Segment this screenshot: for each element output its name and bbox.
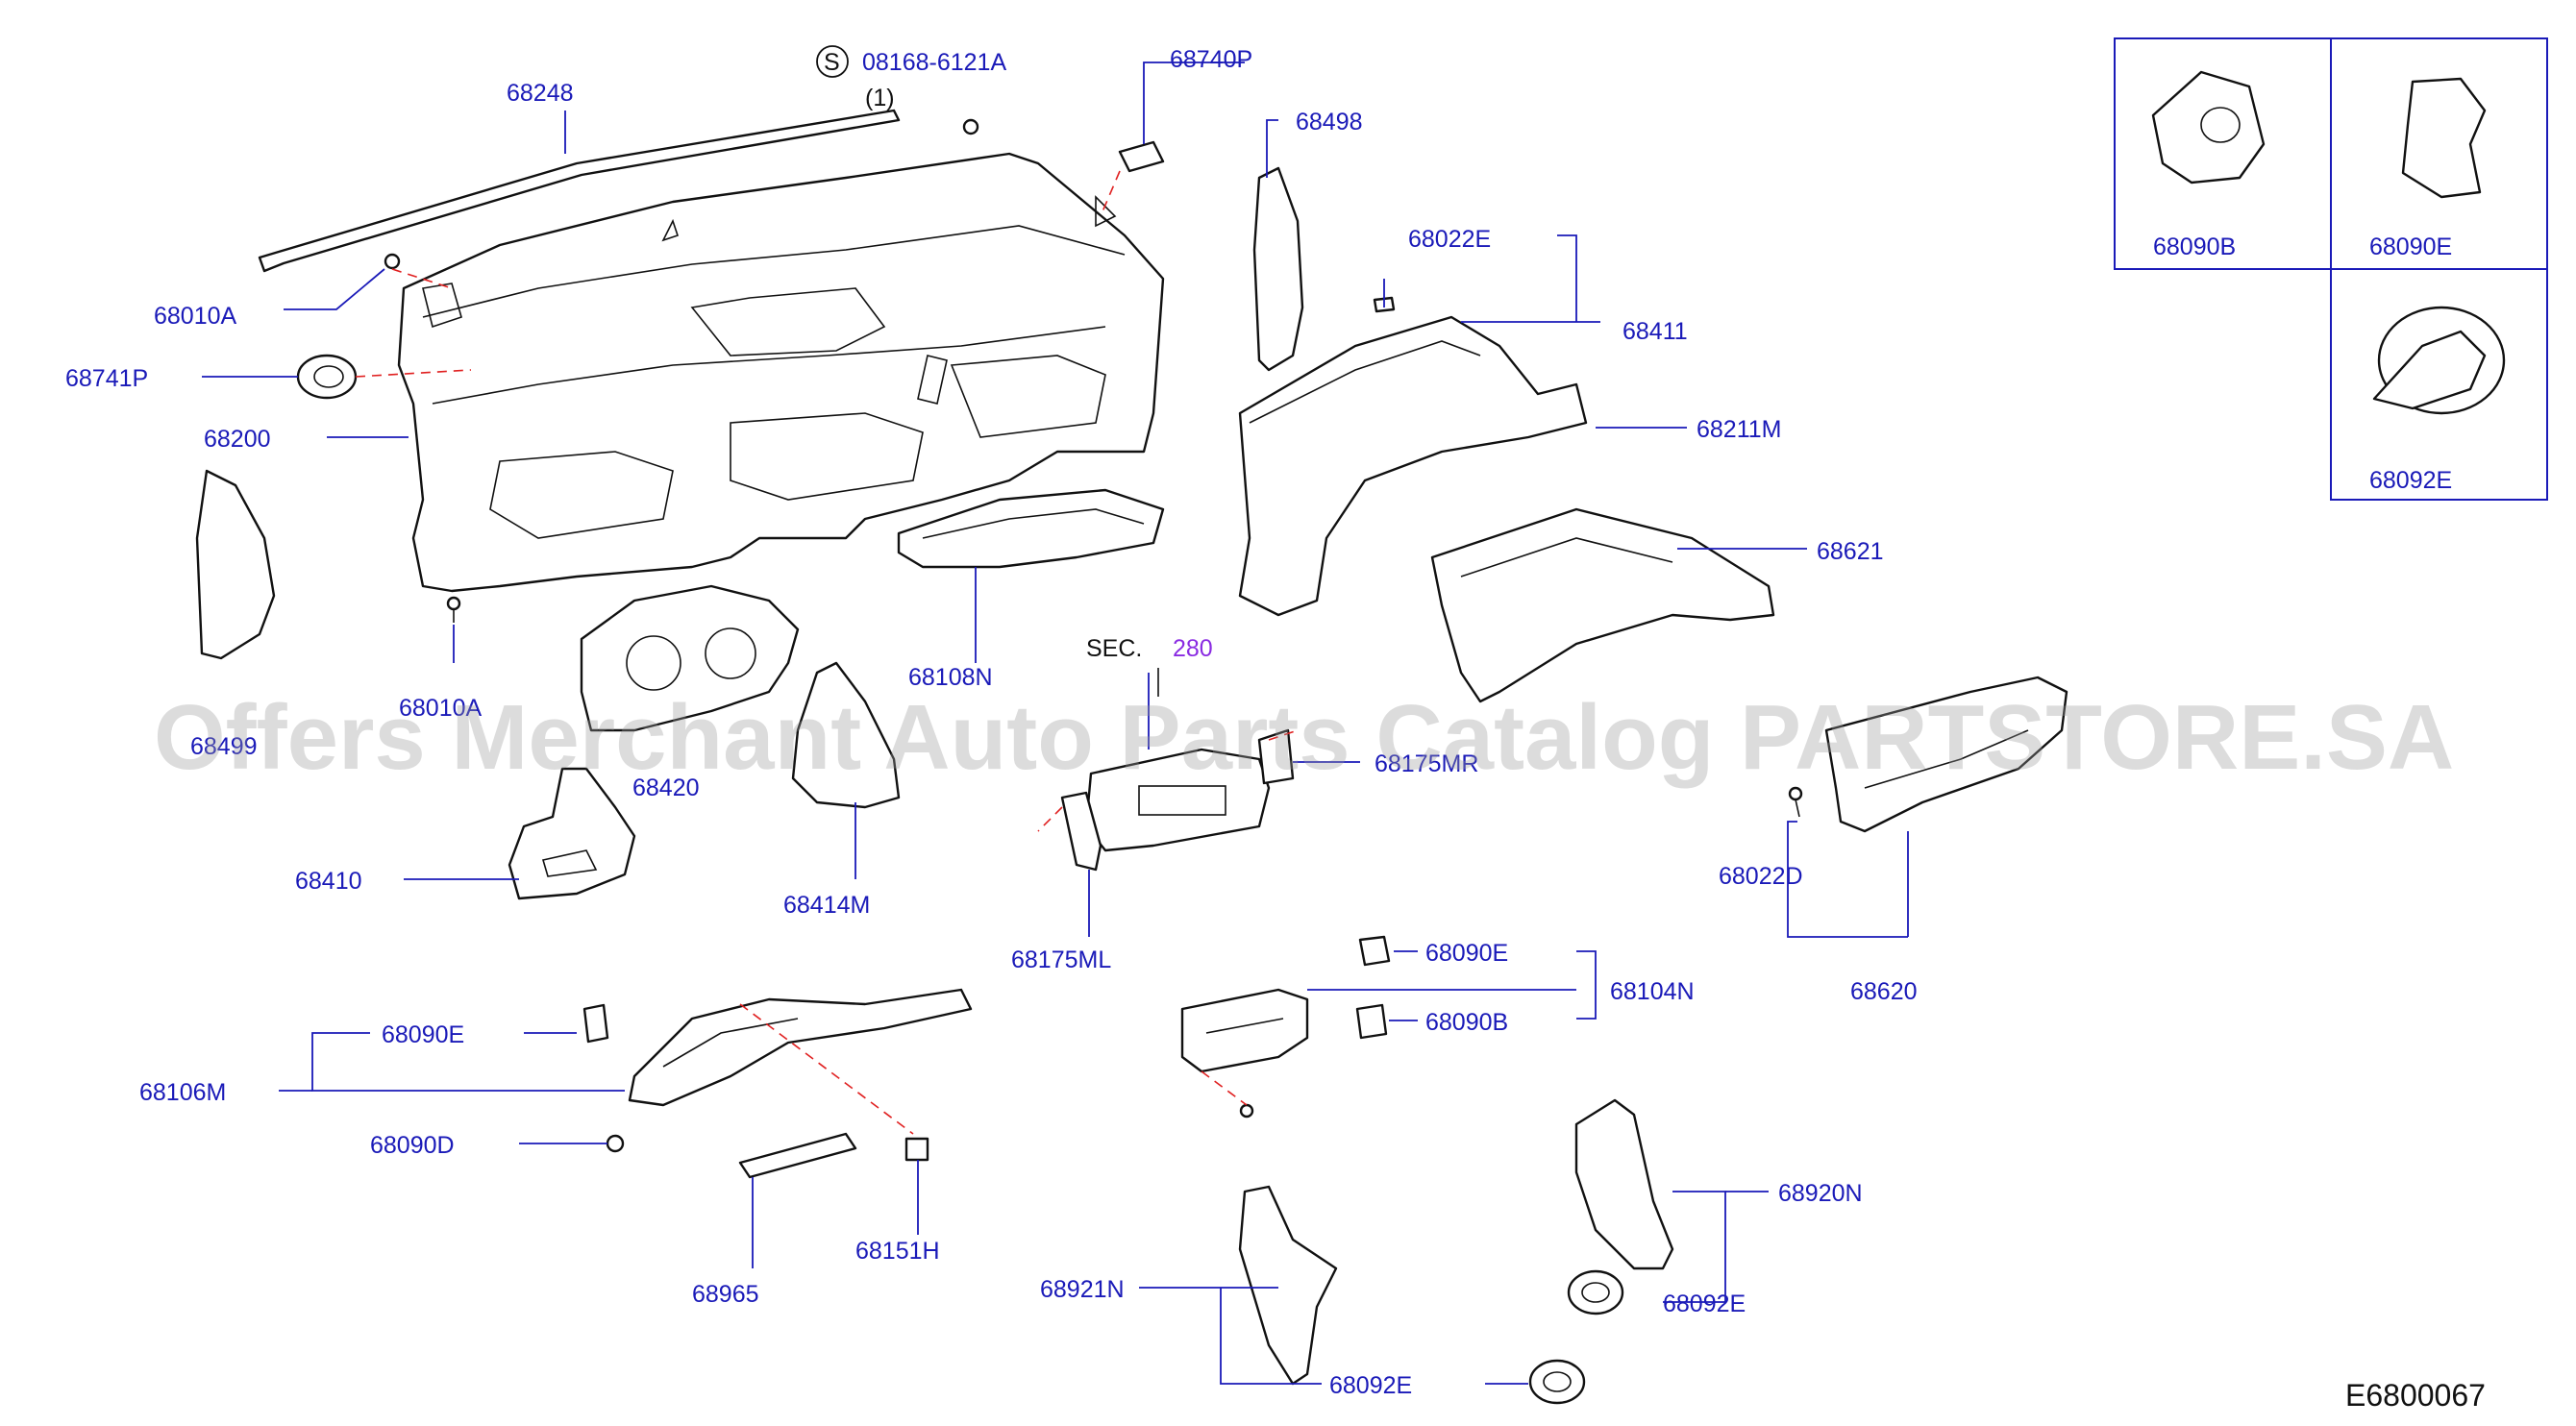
label-sec: SEC. <box>1086 635 1142 662</box>
part-68104N-bracket <box>1180 988 1309 1073</box>
part-68965-handle <box>738 1132 857 1179</box>
label-s-circle: S <box>824 49 840 76</box>
inset-label-68092E: 68092E <box>2369 467 2452 494</box>
label-68010A-bottom: 68010A <box>399 695 483 722</box>
diagram-code: E6800067 <box>2345 1378 2486 1413</box>
label-68499: 68499 <box>190 733 258 760</box>
part-68921N-side-cover <box>1238 1185 1338 1386</box>
label-68092E-bottom: 68092E <box>1329 1372 1412 1399</box>
label-68104N: 68104N <box>1610 978 1695 1005</box>
part-68090E-clip-left <box>582 1003 609 1044</box>
label-68211M: 68211M <box>1697 416 1782 443</box>
label-68175MR: 68175MR <box>1375 750 1478 777</box>
part-68498-side-panel <box>1252 166 1304 372</box>
part-68499-side-panel <box>195 469 276 660</box>
label-68411: 68411 <box>1622 318 1688 345</box>
label-68090E-left: 68090E <box>382 1021 464 1048</box>
inset-clip-68092E <box>2372 306 2506 415</box>
label-qty-1: (1) <box>865 85 895 111</box>
part-68090E-clip-mid <box>1358 935 1391 967</box>
label-68740P: 68740P <box>1170 46 1252 73</box>
label-68200: 68200 <box>204 426 271 453</box>
label-68920N: 68920N <box>1778 1180 1863 1207</box>
part-bracket-screw <box>1239 1103 1254 1119</box>
part-68414M-steering-cover <box>791 661 901 809</box>
part-68410-knee-panel <box>508 767 636 900</box>
part-68211M-glovebox-panel <box>1238 315 1588 617</box>
part-68022D-screw <box>1788 786 1803 818</box>
part-68010A-screw-bottom <box>446 596 461 623</box>
assembly-dashed-lines <box>355 170 1299 1135</box>
label-68090B-mid: 68090B <box>1425 1009 1508 1036</box>
part-08168-screw <box>962 118 979 135</box>
label-68921N: 68921N <box>1040 1276 1125 1303</box>
inset-label-68090B: 68090B <box>2153 234 2236 260</box>
part-68092E-clip-bottom <box>1528 1359 1586 1405</box>
inset-label-68090E: 68090E <box>2369 234 2452 260</box>
part-68420-cluster-bezel <box>580 584 800 732</box>
label-68965: 68965 <box>692 1281 759 1308</box>
part-68090D-screw <box>606 1134 625 1153</box>
part-68740P-clip <box>1118 140 1165 173</box>
part-68092E-clip-right <box>1567 1269 1624 1315</box>
inset-clip-68090E <box>2401 77 2487 199</box>
label-68092E-right: 68092E <box>1663 1291 1746 1317</box>
part-68620-glovebox-lid <box>1824 676 2068 833</box>
label-sec-280: 280 <box>1173 635 1213 662</box>
part-68106M-lower-panel <box>628 988 973 1107</box>
label-68010A-top: 68010A <box>154 303 237 330</box>
part-68621-glovebox <box>1430 507 1775 703</box>
inset-clip-68090B <box>2151 70 2266 184</box>
label-68108N: 68108N <box>908 664 993 691</box>
part-68010A-screw-top <box>384 253 401 270</box>
label-68498: 68498 <box>1296 109 1363 135</box>
label-68022D: 68022D <box>1719 863 1803 890</box>
part-68920N-side-cover <box>1574 1098 1674 1270</box>
watermark-text: Offers Merchant Auto Parts Catalog PARTS… <box>154 686 2454 789</box>
part-labels: 68248 S 08168-6121A (1) 68740P 68498 680… <box>65 45 1918 1399</box>
part-68151H-clip <box>904 1137 929 1162</box>
label-68022E: 68022E <box>1408 226 1491 253</box>
part-68108N-lower-cover <box>897 488 1165 569</box>
part-center-audio-unit <box>1060 728 1295 872</box>
label-08168-6121A: 08168-6121A <box>862 49 1006 76</box>
part-68248-strip <box>258 109 901 273</box>
label-68090E-mid: 68090E <box>1425 940 1508 967</box>
label-68414M: 68414M <box>783 892 870 919</box>
label-68090D: 68090D <box>370 1132 455 1159</box>
label-68741P: 68741P <box>65 365 148 392</box>
inset-fastener-panel: 68090B 68090E 68092E <box>2114 37 2548 501</box>
part-68741P-vent <box>296 354 358 400</box>
leader-lines <box>202 61 1909 1385</box>
label-68175ML: 68175ML <box>1011 947 1111 973</box>
part-68090B-clip-mid <box>1355 1003 1388 1040</box>
label-68620: 68620 <box>1850 978 1918 1005</box>
label-68248: 68248 <box>507 80 574 107</box>
label-68410: 68410 <box>295 868 362 895</box>
s-circle-icon <box>816 45 849 78</box>
label-68106M: 68106M <box>139 1079 226 1106</box>
label-68420: 68420 <box>632 774 700 801</box>
label-68151H: 68151H <box>855 1238 940 1265</box>
label-68621: 68621 <box>1817 538 1884 565</box>
